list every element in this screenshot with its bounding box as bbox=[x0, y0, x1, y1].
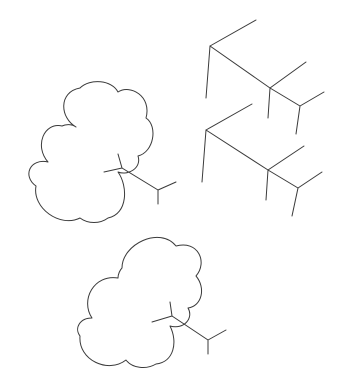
branch-spur-2f bbox=[296, 106, 300, 134]
cloud-outline-1 bbox=[29, 82, 153, 223]
branch-twig-4b bbox=[208, 330, 226, 340]
branch-spur-3c bbox=[268, 146, 304, 170]
branch-twig-4a bbox=[170, 302, 172, 316]
branch-spur-3e bbox=[298, 172, 322, 188]
cloud-with-branch-4 bbox=[78, 237, 226, 367]
branch-twig-1b bbox=[158, 182, 176, 190]
branch-2 bbox=[206, 20, 324, 134]
branch-stem-4 bbox=[152, 316, 208, 340]
branch-spur-3a bbox=[206, 104, 252, 130]
cloud-with-branch-1 bbox=[29, 82, 176, 223]
branch-spur-2b bbox=[206, 46, 210, 98]
cloud-outline-4 bbox=[78, 237, 202, 367]
branch-spur-2d bbox=[268, 88, 270, 118]
branch-spur-3f bbox=[292, 188, 298, 216]
branch-spur-2e bbox=[300, 92, 324, 106]
branch-spur-2c bbox=[270, 62, 306, 88]
branch-twig-1a bbox=[118, 154, 122, 168]
branch-3 bbox=[202, 104, 322, 216]
branch-spur-3b bbox=[202, 130, 206, 182]
branch-spur-2a bbox=[210, 20, 256, 46]
branch-spur-3d bbox=[266, 170, 268, 200]
